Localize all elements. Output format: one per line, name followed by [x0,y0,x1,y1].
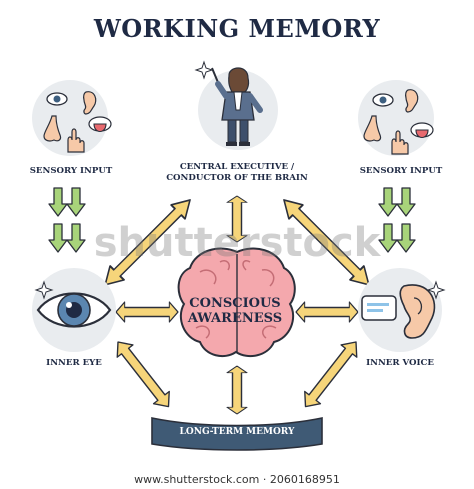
label-central-executive-line1: CENTRAL EXECUTIVE / [179,162,295,172]
label-long-term-memory: LONG-TERM MEMORY [179,427,295,437]
brain-icon [177,247,296,358]
nose-icon [43,115,62,142]
arrow-awareness-to-ltm [226,365,248,415]
label-sensory-input-right: SENSORY INPUT [359,166,443,176]
label-conscious-awareness-line2: AWARENESS [187,311,283,326]
conductor-figure [194,60,278,150]
watermark: shutterstock [93,220,381,266]
hand-touch-icon-right [391,130,409,155]
label-sensory-input-left: SENSORY INPUT [29,166,113,176]
hand-touch-icon [67,128,85,153]
label-conscious-awareness-line1: CONSCIOUS [189,296,281,311]
sensory-cluster-right [358,80,434,156]
inner-voice-icon [358,268,446,352]
ear-small-icon-right [405,89,419,113]
label-inner-eye: INNER EYE [46,358,102,368]
diagram-title: WORKING MEMORY [93,14,381,43]
label-central-executive: CENTRAL EXECUTIVE / CONDUCTOR OF THE BRA… [156,162,318,184]
label-central-executive-line2: CONDUCTOR OF THE BRAIN [166,173,308,183]
arrow-voice-to-ltm [297,335,365,414]
tongue-icon-right [410,122,434,139]
footer-bar [0,466,474,489]
sparkle-icon [194,60,214,80]
label-inner-voice: INNER VOICE [366,358,434,368]
label-conscious-awareness: CONSCIOUS AWARENESS [176,296,294,326]
arrow-awareness-to-voice [295,301,359,323]
eye-small-icon [46,92,68,106]
sensory-cluster-left [32,80,112,156]
footer-credit: www.shutterstock.com · 2060168951 [134,473,340,486]
nose-icon-right [363,115,382,142]
tongue-icon [88,116,112,133]
inner-eye-icon [32,268,116,352]
ear-small-icon [83,91,97,115]
arrow-eye-to-awareness [115,301,179,323]
arrow-eye-to-ltm [109,335,177,414]
eye-small-icon-right [372,93,394,107]
long-term-memory-banner [151,417,323,451]
